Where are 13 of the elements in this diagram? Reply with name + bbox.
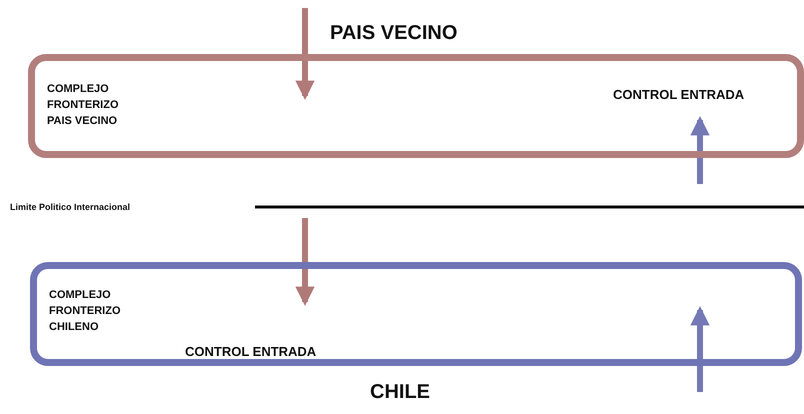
arrow <box>295 218 315 306</box>
arrow <box>295 8 315 100</box>
frame-box <box>30 262 802 366</box>
complex-label: COMPLEJO FRONTERIZO PAIS VECINO <box>47 82 120 129</box>
border-label: Limite Politico Internacional <box>10 201 130 214</box>
complex-label: COMPLEJO FRONTERIZO CHILENO <box>49 288 122 335</box>
frame-box <box>28 54 804 158</box>
arrow <box>690 116 710 184</box>
arrow <box>690 306 710 392</box>
country-heading: PAIS VECINO <box>330 21 458 46</box>
control-label: CONTROL ENTRADA <box>613 86 744 104</box>
control-label: CONTROL ENTRADA <box>185 343 316 361</box>
country-heading: CHILE <box>370 380 430 405</box>
